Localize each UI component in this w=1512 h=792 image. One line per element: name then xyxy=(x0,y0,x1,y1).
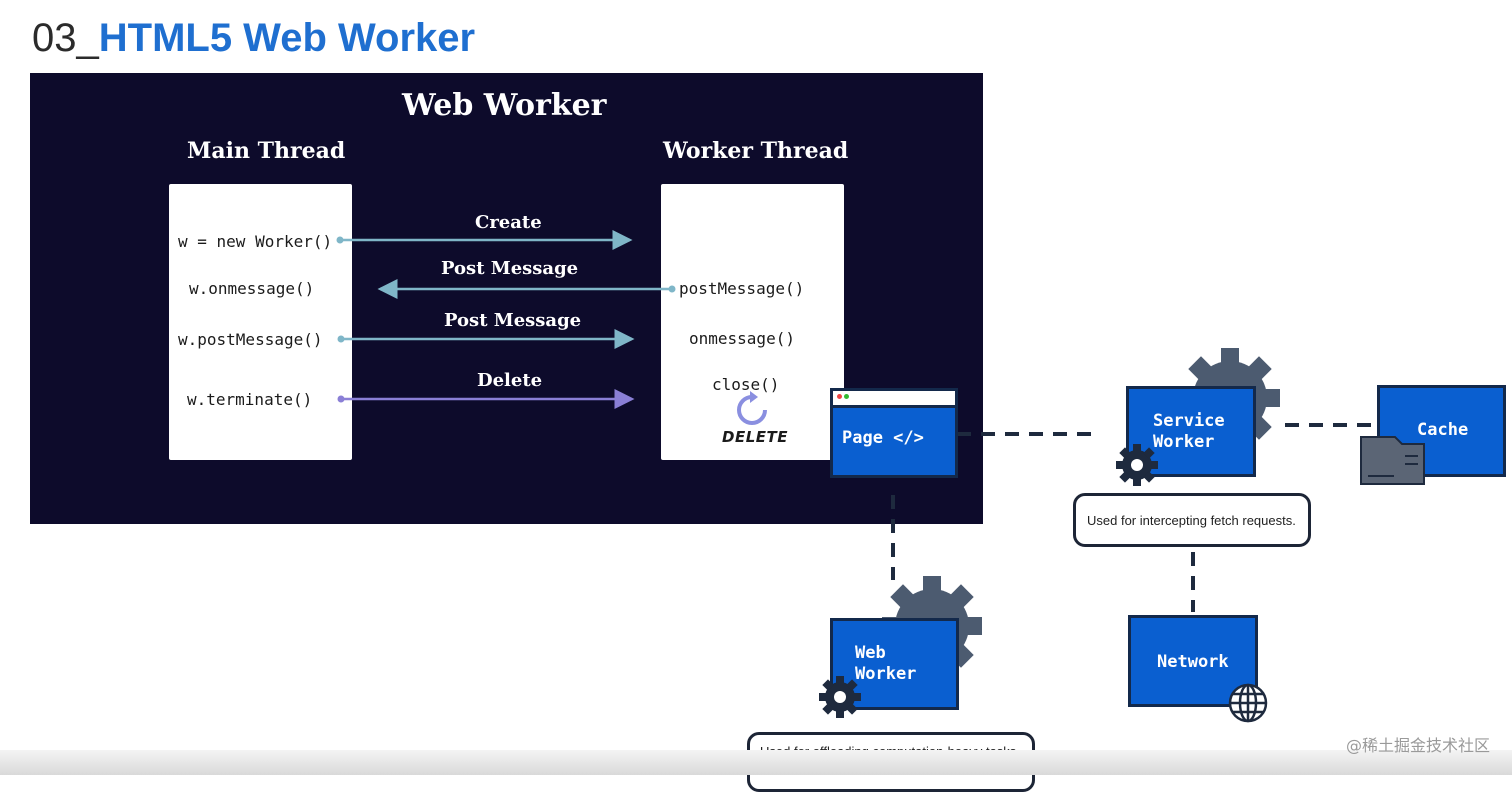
diagram-heading: Web Worker xyxy=(402,88,607,123)
arrow-label-create: Create xyxy=(475,212,542,233)
slide-title: 03_HTML5 Web Worker xyxy=(32,14,475,62)
architecture-connectors xyxy=(891,423,1380,612)
service-worker-node: Service Worker xyxy=(1126,386,1256,477)
service-worker-small-gear-icon xyxy=(1116,444,1158,486)
main-thread-heading: Main Thread xyxy=(187,138,346,164)
watermark: @稀土掘金技术社区 xyxy=(1345,736,1490,755)
web-worker-node-label: Web Worker xyxy=(855,643,917,684)
service-worker-tooltip-text: Used for intercepting fetch requests. xyxy=(1087,513,1296,528)
globe-icon xyxy=(1228,683,1268,723)
service-worker-node-label: Service Worker xyxy=(1153,411,1225,452)
slide-title-prefix: 03_ xyxy=(32,16,99,60)
arrow-label-post-message-1: Post Message xyxy=(441,258,579,279)
browser-window-icon xyxy=(833,391,955,408)
main-call-postmessage: w.postMessage() xyxy=(178,330,323,349)
folder-icon xyxy=(1360,436,1425,485)
arrow-label-post-message-2: Post Message xyxy=(444,310,582,331)
page-node-label: Page </> xyxy=(842,428,924,448)
worker-thread-box xyxy=(661,184,844,460)
cache-node-label: Cache xyxy=(1417,420,1469,440)
arrow-label-delete: Delete xyxy=(477,370,543,391)
arrow-create xyxy=(336,230,633,250)
arrow-delete xyxy=(337,389,635,409)
web-worker-small-gear-icon xyxy=(819,676,861,718)
network-node-label: Network xyxy=(1157,652,1229,672)
worker-thread-heading: Worker Thread xyxy=(663,138,849,164)
page-node: Page </> xyxy=(830,388,958,478)
arrow-post-message-to-worker xyxy=(337,329,635,349)
arrow-post-message-to-main xyxy=(377,279,676,299)
main-thread-box xyxy=(169,184,352,460)
worker-call-close: close() xyxy=(712,375,780,394)
bottom-bar xyxy=(0,750,1512,775)
worker-call-onmessage: onmessage() xyxy=(689,329,795,348)
refresh-icon xyxy=(737,391,767,425)
service-worker-tooltip: Used for intercepting fetch requests. xyxy=(1073,493,1311,547)
main-call-terminate: w.terminate() xyxy=(187,390,313,409)
delete-mark: DELETE xyxy=(722,428,788,446)
slide-title-main: HTML5 Web Worker xyxy=(98,16,476,60)
main-call-new-worker: w = new Worker() xyxy=(178,232,333,251)
main-call-onmessage: w.onmessage() xyxy=(189,279,315,298)
node-icons xyxy=(819,436,1425,723)
worker-call-postmessage: postMessage() xyxy=(679,279,805,298)
